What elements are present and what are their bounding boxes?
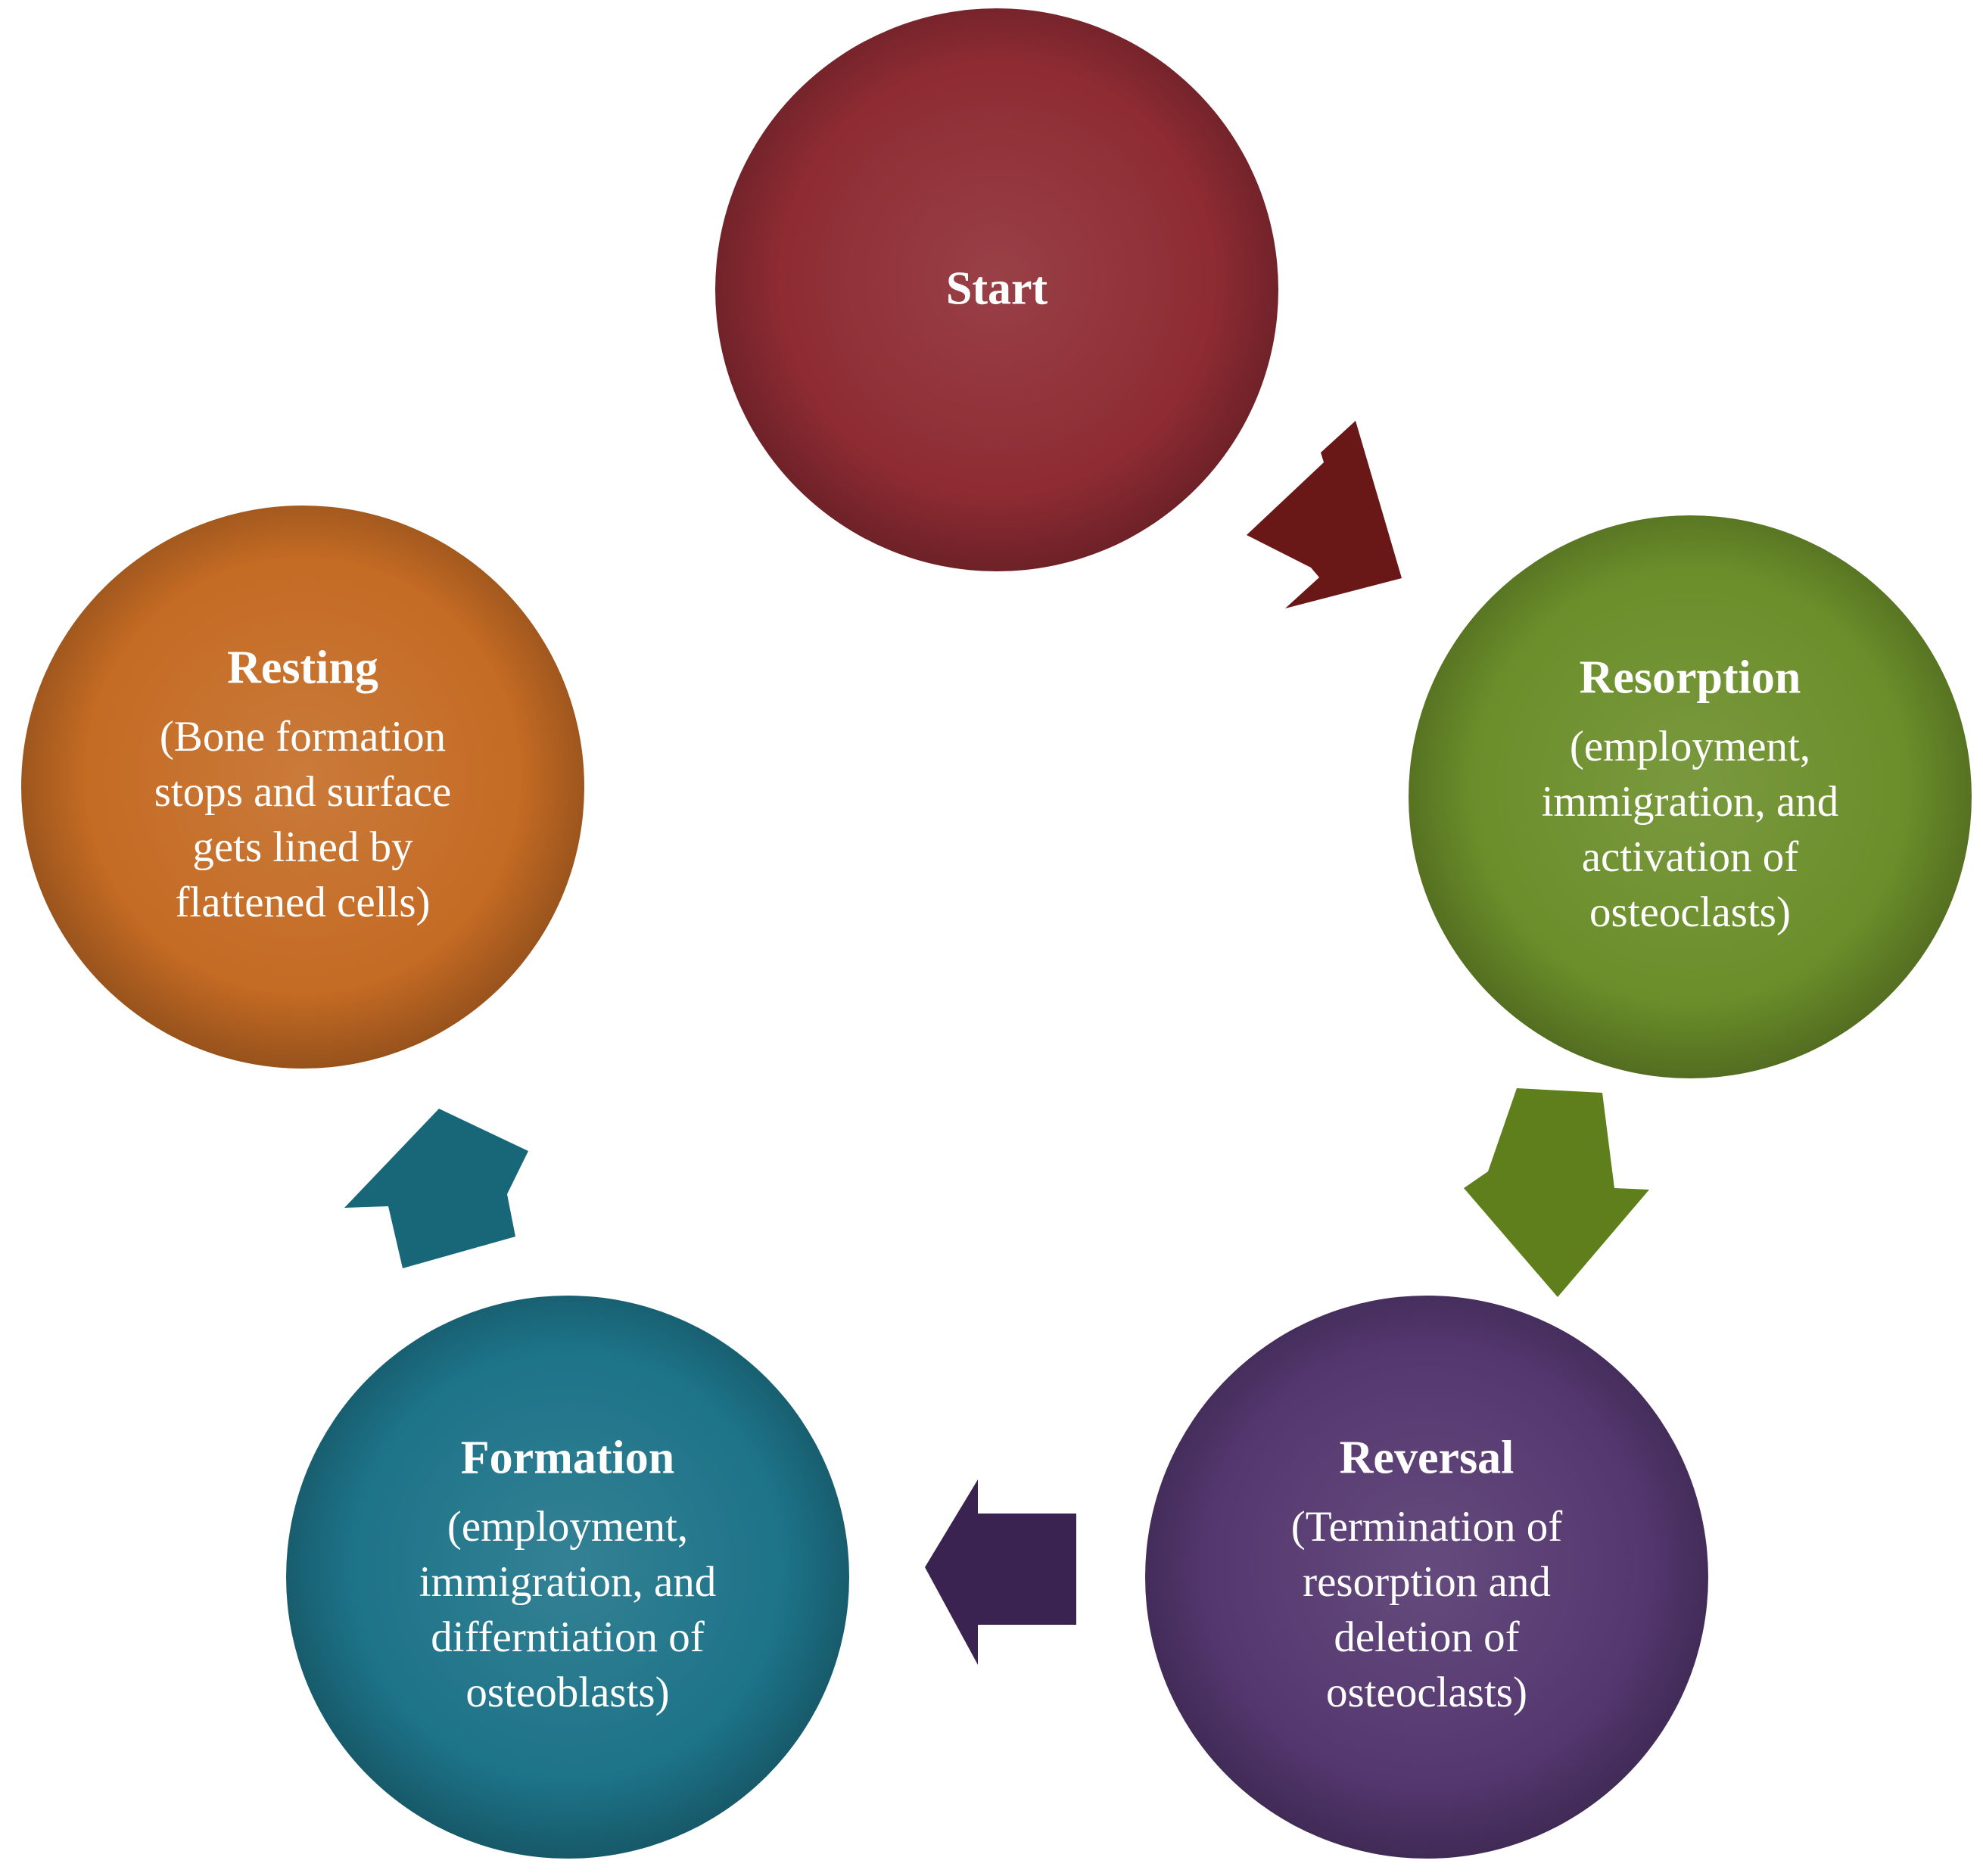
stage-resorption: Resorption (employment, immigration, and ac…: [1409, 515, 1972, 1078]
stage-formation: Formation (employment, immigration, and dif…: [286, 1296, 849, 1859]
stage-reversal-description-line: resorption and: [1303, 1558, 1551, 1606]
stage-formation-description-line: immigration, and: [419, 1558, 717, 1606]
arrows-layer: [344, 421, 1649, 1665]
stage-resting-description-line: stops and surface: [154, 768, 452, 816]
stage-formation-title: Formation: [461, 1433, 674, 1484]
stage-resorption-title: Resorption: [1580, 652, 1801, 704]
arrow-formation-to-resting: [344, 1109, 528, 1268]
stage-start-title: Start: [946, 263, 1048, 315]
stage-start: Start: [715, 8, 1278, 571]
stage-resorption-description-line: (employment,: [1570, 723, 1810, 770]
stage-resting-description-line: flattened cells): [175, 879, 430, 926]
stage-resting-title: Resting: [227, 642, 378, 694]
stage-reversal-description-line: deletion of: [1334, 1613, 1519, 1661]
stage-reversal-title: Reversal: [1340, 1433, 1514, 1484]
stage-resorption-description-line: activation of: [1582, 833, 1798, 881]
stage-start-circle: [715, 8, 1278, 571]
stage-resorption-description-line: osteoclasts): [1589, 888, 1791, 936]
stage-resting: Resting (Bone formation stops and surface g…: [21, 506, 584, 1069]
stage-formation-description-line: osteoblasts): [465, 1669, 669, 1716]
arrow-start-to-resorption: [1247, 421, 1402, 608]
stage-reversal-description-line: (Termination of: [1291, 1503, 1562, 1551]
arrow-reversal-to-formation: [925, 1479, 1076, 1665]
stage-resting-description-line: (Bone formation: [160, 713, 446, 761]
stage-reversal-description-line: osteoclasts): [1326, 1669, 1527, 1716]
stage-resorption-description-line: immigration, and: [1542, 778, 1839, 826]
stage-resorption-circle: [1409, 515, 1972, 1078]
stage-formation-circle: [286, 1296, 849, 1859]
stage-resting-description-line: gets lined by: [192, 823, 413, 871]
stage-reversal: Reversal (Termination of resorption and del…: [1145, 1296, 1708, 1859]
stage-formation-description-line: differntiation of: [431, 1613, 704, 1661]
stage-reversal-circle: [1145, 1296, 1708, 1859]
stage-resting-circle: [21, 506, 584, 1069]
stage-formation-description-line: (employment,: [447, 1503, 688, 1551]
arrow-resorption-to-reversal: [1464, 1088, 1649, 1297]
